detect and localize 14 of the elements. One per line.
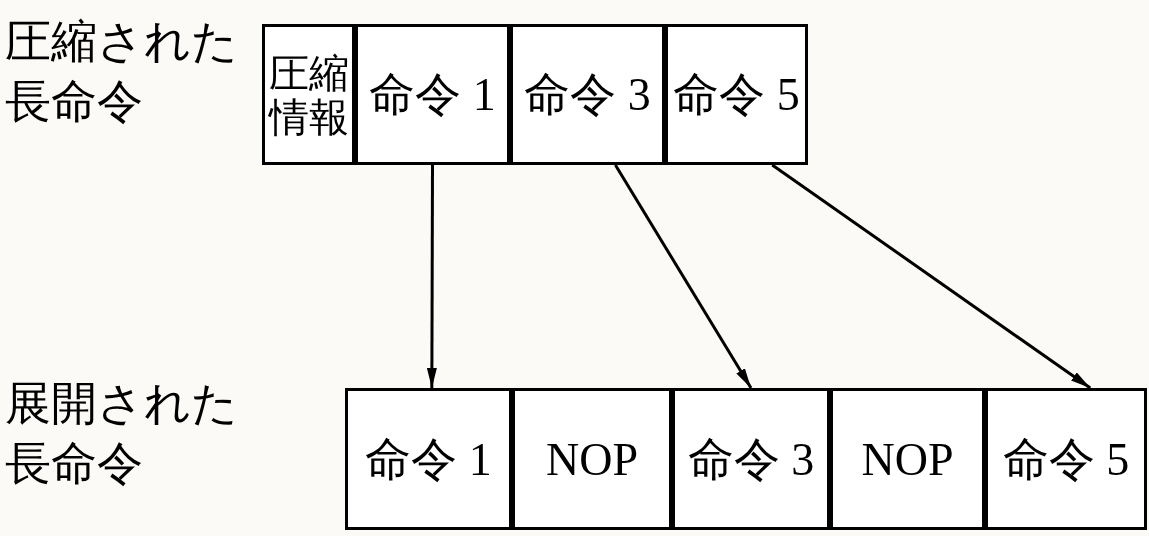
arrow <box>614 164 753 389</box>
instruction-cell: 命令 1 <box>355 24 510 165</box>
instruction-cell: 命令 3 <box>672 388 830 530</box>
instruction-cell: 命令 5 <box>985 388 1147 530</box>
instruction-cell: 命令 3 <box>510 24 665 165</box>
instruction-cell: 圧縮情報 <box>262 24 355 165</box>
arrow <box>426 165 437 388</box>
instruction-cell: 命令 1 <box>345 388 512 530</box>
row-heading: 圧縮された長命令 <box>5 13 239 130</box>
instruction-cell: NOP <box>830 388 985 530</box>
row-heading: 展開された長命令 <box>5 375 239 492</box>
instruction-cell: 命令 5 <box>665 24 808 165</box>
arrow <box>771 163 1092 390</box>
instruction-cell: NOP <box>512 388 672 530</box>
